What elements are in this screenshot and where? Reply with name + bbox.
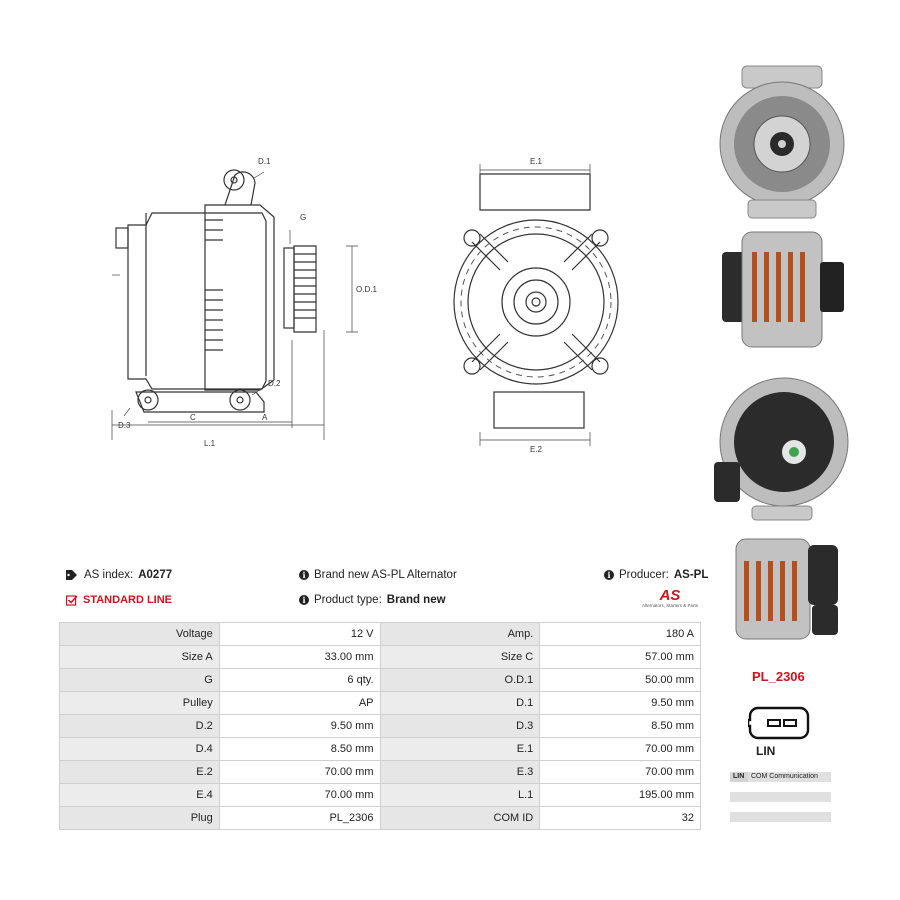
- product-type-label: Product type:: [314, 594, 382, 606]
- spec-label: COM ID: [379, 806, 541, 830]
- d3-label: D.3: [118, 421, 131, 430]
- description-text: Brand new AS-PL Alternator: [314, 569, 457, 581]
- plug-connector-icon: [748, 706, 810, 740]
- spec-label: E.4: [59, 783, 220, 807]
- spec-value: 9.50 mm: [539, 691, 701, 715]
- spec-label: E.3: [379, 760, 541, 784]
- spec-label: E.1: [379, 737, 541, 761]
- e1-label: E.1: [530, 157, 543, 166]
- line-badge: STANDARD LINE: [66, 594, 172, 606]
- spec-value: 70.00 mm: [539, 760, 701, 784]
- spec-value: 195.00 mm: [539, 783, 701, 807]
- spec-label: Amp.: [379, 622, 541, 646]
- spec-label: Size C: [379, 645, 541, 669]
- g-label: G: [300, 213, 306, 222]
- spec-label: Pulley: [59, 691, 220, 715]
- spec-label: O.D.1: [379, 668, 541, 692]
- spec-value: 70.00 mm: [218, 760, 381, 784]
- od1-label: O.D.1: [356, 285, 377, 294]
- spec-label: D.1: [379, 691, 541, 715]
- pin-desc: COM Communication: [751, 773, 818, 780]
- producer-label: Producer:: [619, 569, 669, 581]
- pin-row: LIN COM Communication: [730, 772, 831, 782]
- spec-label: Plug: [59, 806, 220, 830]
- tag-icon: [66, 570, 77, 580]
- pin-table: LIN COM Communication: [730, 772, 831, 825]
- l1-label: L.1: [204, 439, 216, 448]
- spec-label: D.3: [379, 714, 541, 738]
- spec-label: D.4: [59, 737, 220, 761]
- spec-value: 9.50 mm: [218, 714, 381, 738]
- checkbox-icon: [66, 594, 78, 606]
- info-icon: i: [299, 570, 309, 580]
- brand-logo: AS Alternators, Starters & Parts: [636, 588, 704, 616]
- product-photo-rear: [712, 362, 852, 522]
- spec-value: 8.50 mm: [218, 737, 381, 761]
- spec-value: 50.00 mm: [539, 668, 701, 692]
- product-photo-side: [712, 222, 852, 357]
- description-row: i Brand new AS-PL Alternator: [299, 569, 457, 581]
- spec-label: E.2: [59, 760, 220, 784]
- e2-label: E.2: [530, 445, 543, 454]
- a-label: A: [262, 413, 268, 422]
- logo-mark: AS: [659, 587, 681, 604]
- product-photo-front: [712, 60, 852, 220]
- spec-value: 33.00 mm: [218, 645, 381, 669]
- spec-label: L.1: [379, 783, 541, 807]
- pin-id: LIN: [730, 772, 748, 782]
- logo-tagline: Alternators, Starters & Parts: [641, 603, 699, 608]
- spec-value: 12 V: [218, 622, 381, 646]
- pin-row-empty: [730, 812, 831, 822]
- spec-value: 57.00 mm: [539, 645, 701, 669]
- pin-row-empty: [730, 792, 831, 802]
- spec-label: D.2: [59, 714, 220, 738]
- technical-drawing: D.1 G O.D.1 D.2 D.3 C A L.1: [100, 150, 720, 460]
- d2-label: D.2: [268, 379, 281, 388]
- info-icon: i: [604, 570, 614, 580]
- as-index-label: AS index:: [84, 569, 134, 581]
- spec-value: PL_2306: [218, 806, 381, 830]
- c-label: C: [190, 413, 196, 422]
- spec-value: 8.50 mm: [539, 714, 701, 738]
- spec-label: G: [59, 668, 220, 692]
- spec-value: AP: [218, 691, 381, 715]
- spec-value: 6 qty.: [218, 668, 381, 692]
- producer-value: AS-PL: [673, 569, 709, 581]
- d1-label: D.1: [258, 157, 271, 166]
- producer-row: i Producer: AS-PL: [604, 569, 708, 581]
- product-type-row: i Product type: Brand new: [299, 594, 446, 606]
- as-index-row: AS index: A0277: [66, 569, 172, 581]
- spec-label: Voltage: [59, 622, 220, 646]
- line-label: STANDARD LINE: [83, 594, 173, 606]
- spec-label: Size A: [59, 645, 220, 669]
- as-index-value: A0277: [138, 569, 173, 581]
- spec-value: 70.00 mm: [218, 783, 381, 807]
- spec-value: 70.00 mm: [539, 737, 701, 761]
- spec-value: 180 A: [539, 622, 701, 646]
- dimension-drawing: D.1 G O.D.1 D.2 D.3 C A L.1: [111, 157, 619, 454]
- spec-value: 32: [539, 806, 701, 830]
- product-type-value: Brand new: [386, 594, 446, 606]
- product-photo-angle: [712, 525, 852, 655]
- plug-code: PL_2306: [752, 669, 805, 684]
- plug-name: LIN: [756, 744, 776, 758]
- info-icon: i: [299, 595, 309, 605]
